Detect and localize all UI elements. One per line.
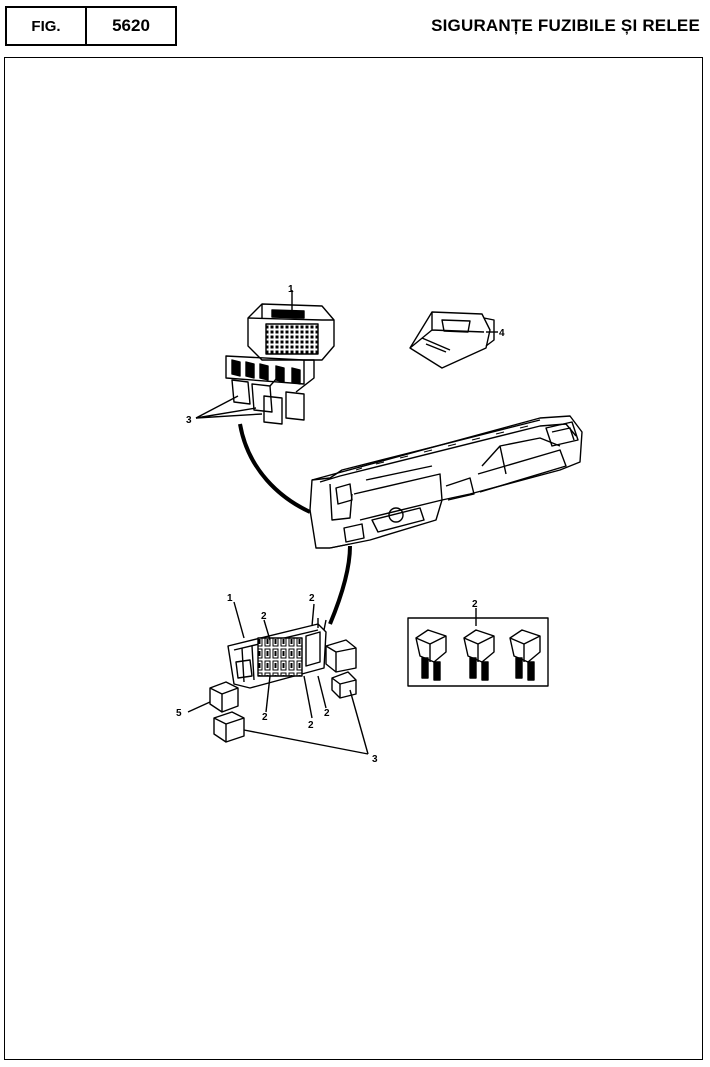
upper-fuse-box [225,303,335,425]
connector-arrow-upper [238,423,311,514]
callout-module: 4 [499,328,505,339]
callout-fuse-d: 2 [308,720,314,731]
page-title: SIGURANȚE FUZIBILE ȘI RELEE [431,16,700,35]
blade-fuse-3 [509,629,541,681]
callout-fuse-a: 2 [261,611,267,622]
callout-relays-bottom: 3 [372,754,378,765]
callout-fuse-detail: 2 [472,599,478,610]
callout-fuse-b: 2 [309,593,315,604]
callout-upper-box: 1 [288,284,294,295]
callout-fuse-c: 2 [262,712,268,723]
lower-fuse-panel [227,618,327,689]
drawing-frame [4,57,703,1060]
fuse-detail-box [407,608,549,687]
callout-relay-5: 5 [176,708,182,719]
relays-left [209,681,245,743]
dashboard-vents [355,425,529,471]
connector-arrow-lower [328,545,352,625]
figure-label: FIG. [7,8,87,44]
relays-right [325,639,357,699]
electronic-module [409,311,495,369]
dashboard-panel [309,415,583,549]
callout-fuse-e: 2 [324,708,330,719]
figure-number: 5620 [112,16,150,35]
callout-upper-relays: 3 [186,415,192,426]
callout-lower-panel: 1 [227,593,233,604]
blade-fuse-1 [415,629,447,681]
figure-id-box: FIG. 5620 [5,6,177,46]
blade-fuse-2 [463,629,495,681]
